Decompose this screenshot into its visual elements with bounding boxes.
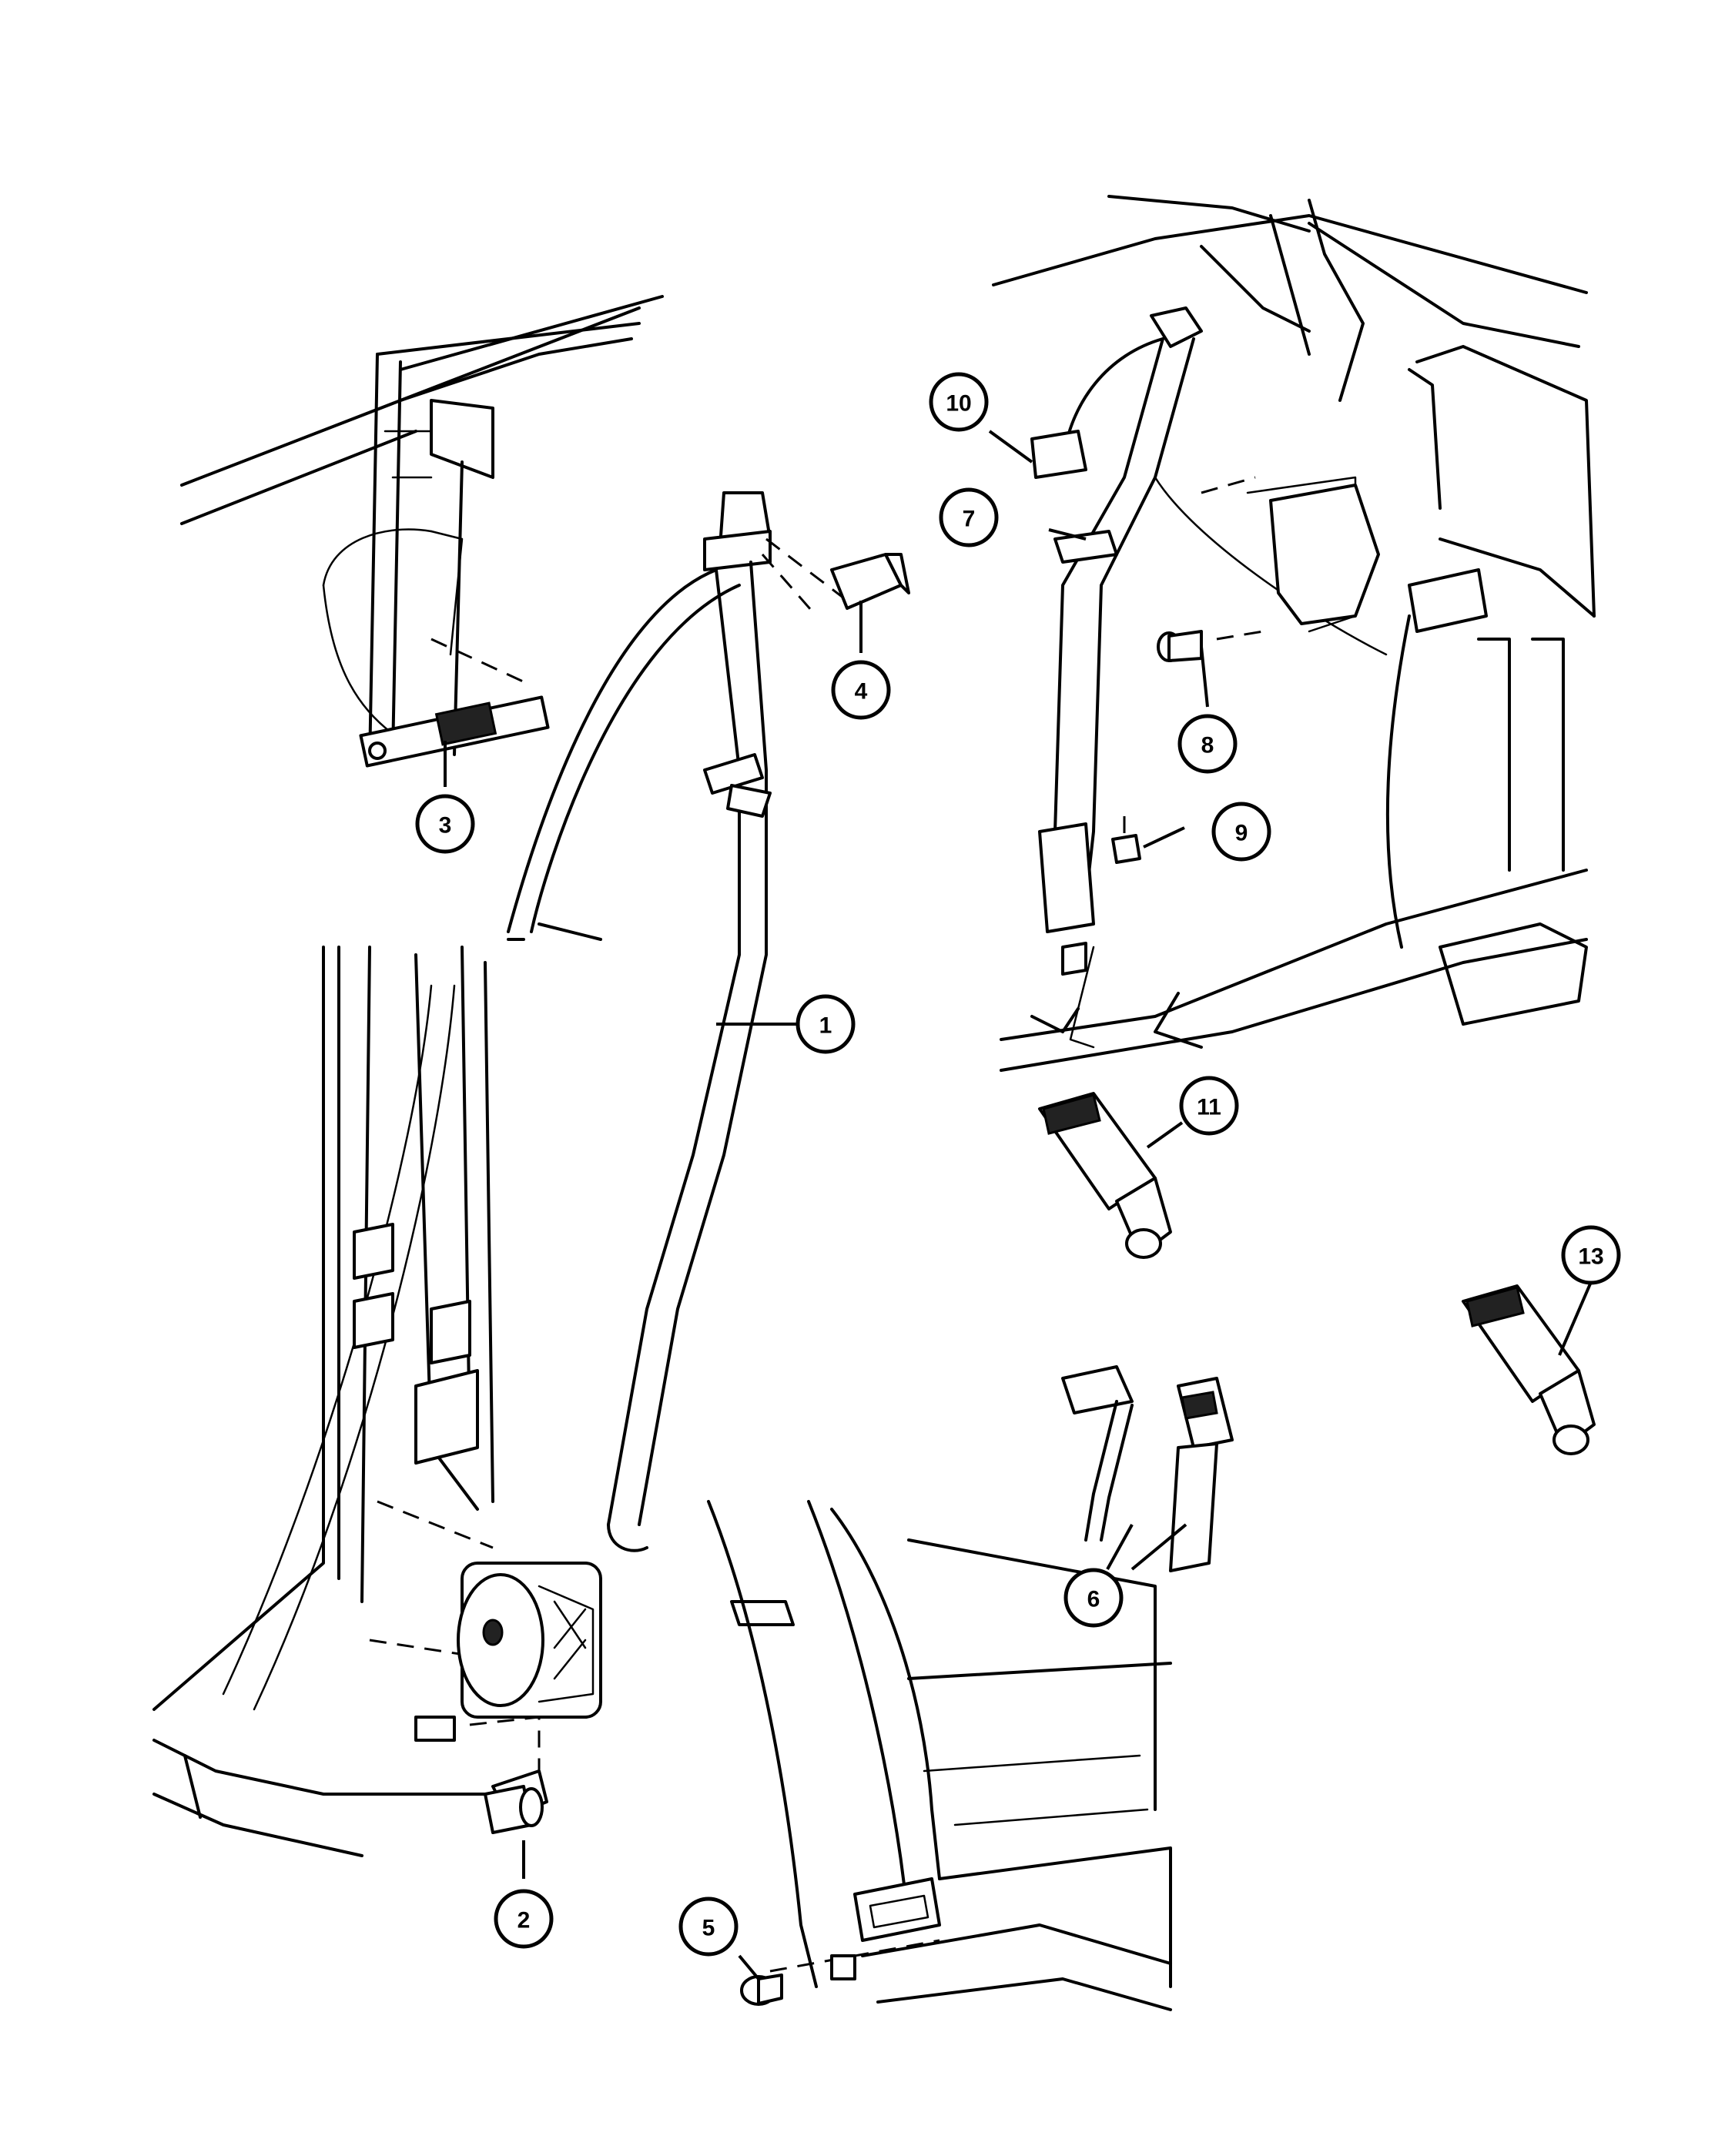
callout-2: 2: [494, 1889, 554, 1949]
lower-pillar-illustration: [152, 946, 602, 1857]
callout-5: 5: [678, 1897, 739, 1957]
svg-text:5: 5: [702, 1916, 715, 1941]
callout-6: 6: [1063, 1568, 1124, 1628]
svg-text:8: 8: [1201, 733, 1214, 758]
svg-text:9: 9: [1235, 821, 1248, 846]
anchor-bolt: [740, 1974, 783, 2006]
seat-side-illustration: [707, 1500, 1172, 2011]
svg-text:7: 7: [963, 507, 976, 532]
rear-seat-area-illustration: [992, 195, 1596, 1072]
rear-bolt: [1157, 630, 1203, 662]
rear-nut: [1111, 834, 1141, 864]
turning-loop-cover: [830, 553, 910, 610]
svg-text:4: 4: [855, 679, 868, 705]
svg-text:13: 13: [1578, 1244, 1603, 1270]
callout-10: 10: [929, 372, 989, 432]
callout-9: 9: [1211, 802, 1271, 862]
callout-1: 1: [796, 994, 856, 1054]
retractor-bolt: [484, 1785, 544, 1834]
buckle-pair-6: [1061, 1365, 1234, 1572]
callout-4: 4: [831, 660, 891, 720]
seat-anchor-plate: [853, 1877, 941, 1942]
leader-lines: [444, 430, 1593, 1980]
svg-text:3: 3: [439, 813, 452, 839]
buckle-11: [1038, 1092, 1172, 1259]
shoulder-belt-illustration: [507, 491, 910, 1552]
svg-text:11: 11: [1197, 1095, 1221, 1120]
callout-13: 13: [1561, 1225, 1621, 1285]
upper-pillar-illustration: [180, 295, 664, 941]
callout-11: 11: [1179, 1076, 1239, 1136]
svg-text:6: 6: [1087, 1587, 1100, 1612]
retractor: [457, 1562, 602, 1719]
rear-shoulder-belt: [1038, 306, 1203, 976]
rear-cover: [1030, 430, 1087, 479]
callout-3: 3: [415, 794, 475, 854]
svg-text:1: 1: [819, 1013, 832, 1039]
callout-7: 7: [939, 487, 999, 547]
callout-8: 8: [1177, 714, 1238, 774]
svg-text:10: 10: [946, 391, 971, 417]
svg-text:2: 2: [518, 1908, 531, 1933]
buckle-13: [1462, 1284, 1596, 1455]
